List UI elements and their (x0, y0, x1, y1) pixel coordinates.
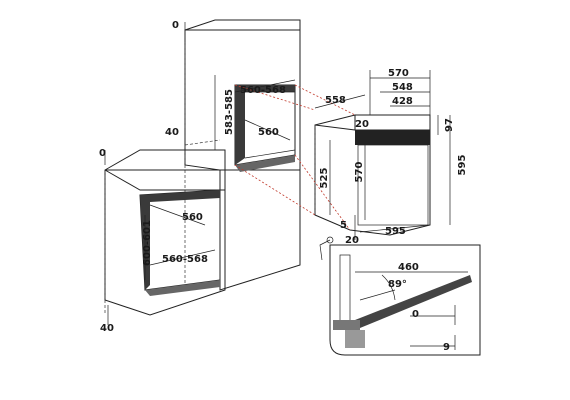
label-oven-depth-inner: 428 (392, 96, 413, 107)
label-oven-depth-mid: 548 (392, 82, 413, 93)
label-door-nine: 9 (443, 342, 450, 353)
base-cabinet (104, 149, 226, 316)
label-oven-top-20: 20 (355, 119, 369, 130)
dimension-labels: 0 560-568 583-585 560 40 0 560 600-601 5… (99, 20, 468, 353)
label-base-width: 560-568 (162, 254, 208, 265)
label-door-zero: 0 (412, 309, 419, 320)
label-tall-height: 583-585 (224, 89, 235, 135)
label-tall-depth: 560 (258, 127, 279, 138)
label-oven-body-height: 525 (319, 168, 330, 189)
door-detail-inset (319, 236, 481, 356)
label-tall-top-zero: 0 (172, 20, 179, 31)
label-base-height: 600-601 (142, 220, 153, 266)
dimension-lines (104, 22, 451, 325)
label-base-depth: 560 (182, 212, 203, 223)
label-base-top-zero: 0 (99, 148, 106, 159)
label-oven-offset-20: 20 (345, 235, 359, 246)
label-door-angle: 89° (388, 279, 407, 290)
label-base-bottom: 40 (100, 323, 114, 334)
tall-cabinet (184, 19, 301, 291)
label-tall-width: 560-568 (240, 85, 286, 96)
label-oven-offset-5: 5 (340, 220, 347, 231)
label-tall-bottom: 40 (165, 127, 179, 138)
label-oven-total-height: 595 (457, 155, 468, 176)
label-oven-side: 558 (325, 95, 346, 106)
label-oven-top-97: 97 (444, 118, 455, 132)
label-oven-width: 595 (385, 226, 406, 237)
label-oven-inner-570: 570 (354, 162, 365, 183)
label-oven-depth-outer: 570 (388, 68, 409, 79)
oven-unit (314, 114, 431, 236)
label-door-length: 460 (398, 262, 419, 273)
